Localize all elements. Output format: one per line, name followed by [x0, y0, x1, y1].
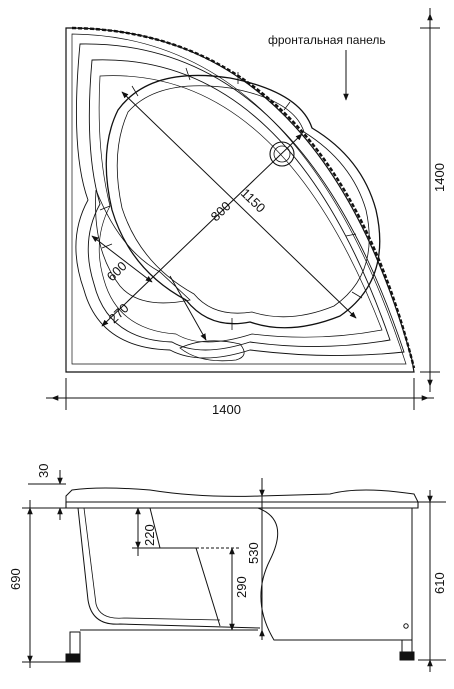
dim-270: 270 — [106, 300, 132, 326]
dim-panel-610: 610 — [432, 572, 447, 594]
dim-rim-30: 30 — [36, 464, 51, 478]
basin-outline — [105, 74, 381, 329]
dim-depth-1400: 1400 — [432, 163, 447, 192]
dim-width-1400: 1400 — [212, 402, 241, 417]
dim-total-690: 690 — [8, 568, 23, 590]
side-view — [22, 470, 446, 672]
top-view — [46, 8, 440, 410]
dim-seat-220: 220 — [142, 524, 157, 546]
dim-inner-530: 530 — [246, 542, 261, 564]
dim-diagonal-1150: 1150 — [238, 185, 269, 215]
dim-seat-290: 290 — [234, 576, 249, 598]
front-panel-label: фронтальная панель — [268, 33, 386, 47]
tub-legs — [65, 629, 415, 663]
front-panel-side — [257, 507, 413, 641]
